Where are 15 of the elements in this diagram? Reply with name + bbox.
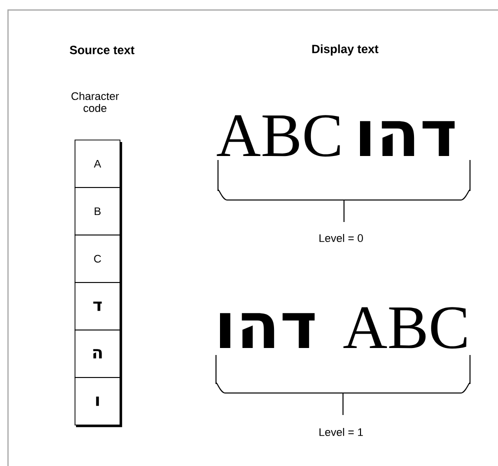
display-text: והד — [360, 121, 455, 156]
column-subheading: Character code — [72, 92, 119, 112]
character-cell: B — [74, 187, 120, 236]
character-cell: C — [74, 234, 120, 283]
character-cell: ו — [74, 377, 120, 426]
column-heading: Display text — [312, 44, 378, 56]
display-text: ABC — [343, 307, 466, 349]
display-text: ABC — [216, 115, 340, 157]
level-label: Level = 0 — [320, 234, 363, 242]
display-text: והד — [220, 313, 315, 348]
level-label: Level = 1 — [320, 428, 363, 436]
character-cell: ד — [74, 282, 120, 330]
character-cell: ה — [74, 330, 120, 378]
column-heading: Source text — [70, 46, 134, 54]
character-cell: A — [74, 140, 120, 188]
